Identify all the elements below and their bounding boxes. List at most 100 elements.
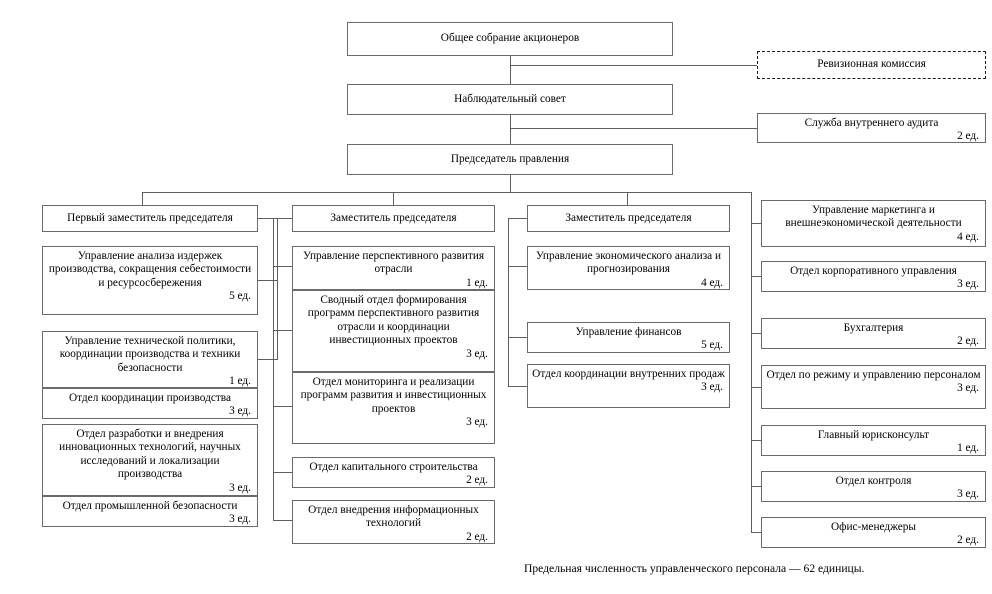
connector-meeting-to-board [510,56,511,84]
node-audit-commission[interactable]: Ревизионная комиссия [757,51,986,79]
node-col1-item-0[interactable]: Управление анализа издержек производства… [42,246,258,315]
node-units: 1 ед. [957,442,979,455]
node-col2-item-2[interactable]: Отдел мониторинга и реализации программ … [292,372,495,444]
node-supervisory-board[interactable]: Наблюдательный совет [347,84,673,115]
node-col2-item-4[interactable]: Отдел внедрения информационных технологи… [292,500,495,544]
connector-drop-col4 [751,192,752,533]
connector-col4-stub-4 [751,440,761,441]
node-units: 2 ед. [466,530,488,543]
node-title: Ревизионная комиссия [817,58,926,71]
node-col4-item-5[interactable]: Отдел контроля 3 ед. [761,471,986,502]
node-col4-item-4[interactable]: Главный юрисконсульт 1 ед. [761,425,986,456]
connector-distribution-bar [142,192,751,193]
connector-col3-stub-1 [508,337,527,338]
node-title: Отдел координации производства [68,392,232,404]
node-internal-audit-service[interactable]: Служба внутреннего аудита 2 ед. [757,113,986,143]
node-units: 3 ед. [701,381,723,394]
footer-total-headcount: Предельная численность управленческого п… [524,562,865,575]
node-col4-item-0[interactable]: Управление маркетинга и внешнеэкономичес… [761,200,986,247]
node-title: Отдел контроля [835,475,912,487]
node-units: 2 ед. [957,335,979,348]
node-units: 1 ед. [229,375,251,388]
node-col4-item-6[interactable]: Офис-менеджеры 2 ед. [761,517,986,548]
node-col1-item-1[interactable]: Управление технической политики, координ… [42,331,258,388]
connector-col2-stub-3 [273,472,292,473]
node-col2-item-0[interactable]: Управление перспективного развития отрас… [292,246,495,290]
node-units: 3 ед. [957,278,979,291]
node-title: Наблюдательный совет [454,92,566,105]
node-units: 1 ед. [466,276,488,289]
connector-col1-stub-0 [258,280,278,281]
node-title: Отдел промышленной безопасности [62,500,238,512]
node-title: Первый заместитель председателя [67,211,233,224]
node-units: 2 ед. [466,474,488,487]
node-col3-item-0[interactable]: Управление экономического анализа и прог… [527,246,730,290]
node-units: 3 ед. [957,488,979,501]
connector-col4-stub-1 [751,276,761,277]
connector-col2-stub-head [273,218,292,219]
connector-col3-stub-2 [508,386,527,387]
node-col2-item-3[interactable]: Отдел капитального строительства 2 ед. [292,457,495,488]
node-units: 2 ед. [957,130,979,143]
connector-col2-stub-1 [273,330,292,331]
node-title: Управление технической политики, координ… [59,335,241,374]
connector-col4-stub-2 [751,333,761,334]
node-col1-item-4[interactable]: Отдел промышленной безопасности 3 ед. [42,496,258,527]
node-col1-item-3[interactable]: Отдел разработки и внедрения инновационн… [42,424,258,496]
connector-col4-stub-3 [751,387,761,388]
node-col4-item-2[interactable]: Бухгалтерия 2 ед. [761,318,986,349]
node-units: 4 ед. [701,276,723,289]
node-title: Заместитель председателя [330,211,457,224]
node-units: 2 ед. [957,534,979,547]
node-shareholders-meeting[interactable]: Общее собрание акционеров [347,22,673,56]
connector-col2-stub-2 [273,406,292,407]
connector-col3-stub-head [508,218,527,219]
node-title: Отдел мониторинга и реализации программ … [300,376,487,415]
node-title: Отдел координации внутренних продаж [532,368,725,380]
node-title: Заместитель председателя [565,211,692,224]
connector-col2-trunk [273,218,274,520]
node-title: Отдел капитального строительства [309,461,478,473]
node-col3-item-1[interactable]: Управление финансов 5 ед. [527,322,730,353]
node-units: 3 ед. [466,416,488,429]
node-title: Отдел корпоративного управления [790,265,957,277]
connector-col1-stub-head [258,218,278,219]
node-title: Управление перспективного развития отрас… [302,250,485,276]
connector-col2-stub-0 [273,266,292,267]
connector-col4-stub-6 [751,532,761,533]
node-first-deputy-chairman[interactable]: Первый заместитель председателя [42,205,258,232]
node-title: Служба внутреннего аудита [804,117,939,129]
node-title: Управление анализа издержек производства… [48,250,252,289]
connector-col4-stub-0 [751,223,761,224]
node-col4-item-3[interactable]: Отдел по режиму и управлению персоналом … [761,365,986,409]
node-col4-item-1[interactable]: Отдел корпоративного управления 3 ед. [761,261,986,292]
node-title: Управление финансов [575,326,682,338]
connector-col1-trunk [277,218,278,360]
node-units: 5 ед. [701,339,723,352]
node-units: 3 ед. [229,405,251,418]
node-units: 4 ед. [957,230,979,243]
node-col2-item-1[interactable]: Сводный отдел формирования программ перс… [292,290,495,372]
node-units: 3 ед. [466,347,488,360]
node-title: Сводный отдел формирования программ перс… [307,294,480,347]
node-title: Отдел внедрения информационных технологи… [308,504,479,530]
connector-col2-stub-4 [273,520,292,521]
node-deputy-chairman-3[interactable]: Заместитель председателя [527,205,730,232]
connector-drop-col1 [142,192,143,205]
node-title: Управление экономического анализа и прог… [535,250,722,276]
node-chairman-of-board[interactable]: Председатель правления [347,144,673,175]
node-col1-item-2[interactable]: Отдел координации производства 3 ед. [42,388,258,419]
node-title: Главный юрисконсульт [817,429,930,441]
node-deputy-chairman-2[interactable]: Заместитель председателя [292,205,495,232]
node-title: Управление маркетинга и внешнеэкономичес… [785,204,962,230]
node-title: Офис-менеджеры [830,521,917,533]
connector-drop-col2 [393,192,394,205]
connector-col1-stub-1 [258,359,278,360]
node-units: 3 ед. [957,382,979,395]
node-units: 5 ед. [229,290,251,303]
connector-col4-stub-5 [751,486,761,487]
node-col3-item-2[interactable]: Отдел координации внутренних продаж 3 ед… [527,364,730,408]
node-units: 3 ед. [229,513,251,526]
connector-col3-stub-0 [508,266,527,267]
